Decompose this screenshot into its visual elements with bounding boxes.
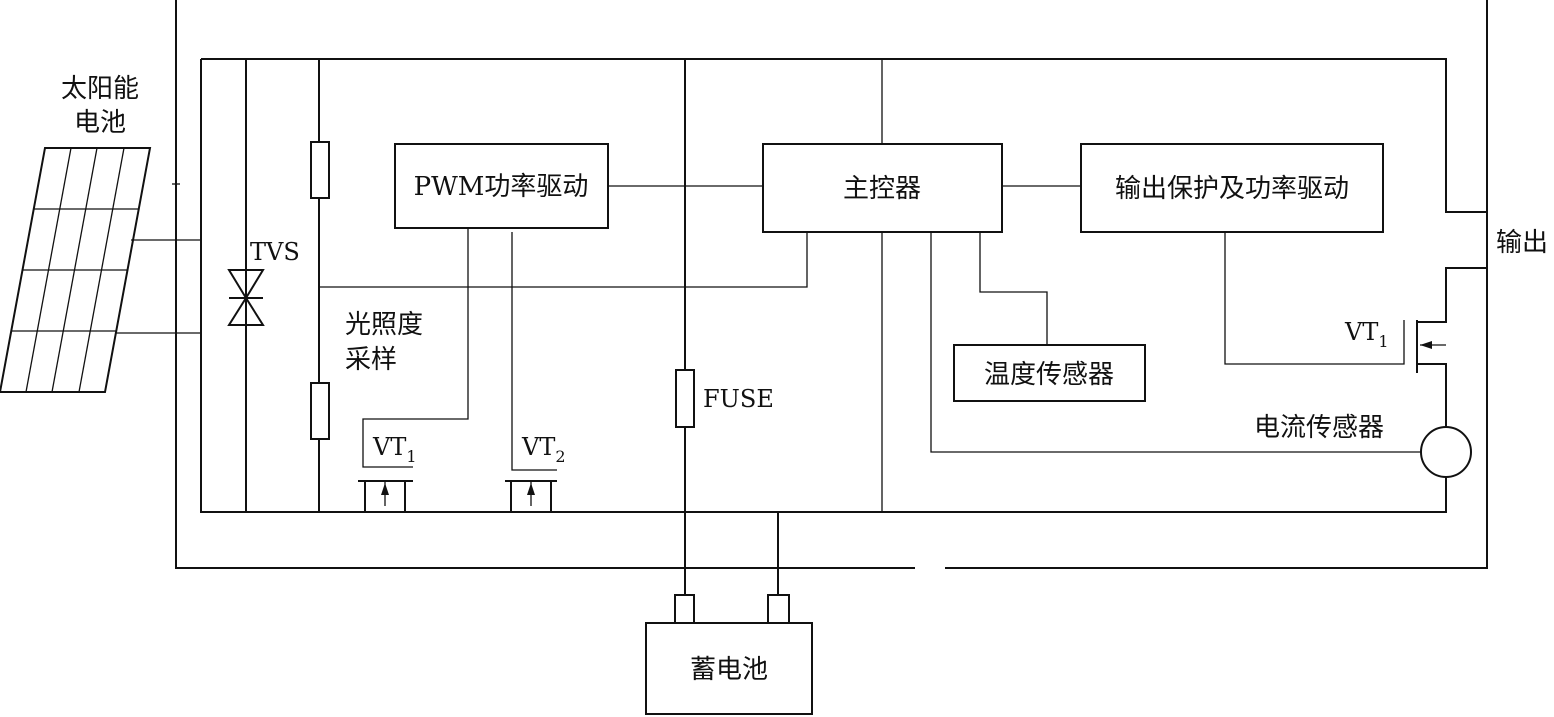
temp-sensor-wire	[979, 232, 1048, 345]
pwm-driver-box	[394, 143, 609, 229]
vt1-left-transistor	[358, 228, 469, 512]
current-sensor-wire	[930, 232, 1421, 453]
solar-panel	[0, 147, 152, 393]
battery-label: 蓄电池	[690, 655, 768, 685]
outer-enclosure	[175, 0, 1488, 569]
output-protection-label: 输出保护及功率驱动	[1115, 174, 1349, 204]
vt2-label: VT2	[521, 433, 566, 466]
temp-sensor-label: 温度传感器	[984, 360, 1114, 390]
main-controller-box	[762, 143, 1003, 233]
battery	[645, 594, 813, 715]
solar-panel-label-line2: 电池	[74, 108, 126, 138]
vt2-transistor	[505, 232, 557, 512]
vt1-left-label: VT1	[372, 433, 417, 466]
light-sampling-divider	[310, 59, 808, 512]
light-sampling-label-line1: 光照度	[345, 310, 423, 340]
current-sensor-label: 电流传感器	[1254, 413, 1384, 443]
current-sensor-circle	[1420, 426, 1472, 478]
main-controller-label: 主控器	[843, 174, 921, 204]
fuse-branch	[675, 59, 695, 595]
output-label: 输出	[1496, 228, 1548, 258]
solar-panel-label-line1: 太阳能	[61, 74, 139, 104]
inner-buses	[200, 58, 1487, 513]
solar-panel-leads	[115, 183, 201, 334]
temp-sensor-box	[953, 344, 1146, 402]
vt1-right-transistor	[1224, 232, 1447, 373]
vt1-right-label: VT1	[1344, 318, 1389, 351]
output-protection-box	[1080, 143, 1384, 233]
light-sampling-label-line2: 采样	[345, 345, 397, 375]
pwm-driver-label: PWM功率驱动	[414, 172, 589, 202]
tvs-label: TVS	[250, 238, 300, 266]
tvs-diode	[227, 59, 265, 512]
fuse-label: FUSE	[703, 385, 774, 413]
